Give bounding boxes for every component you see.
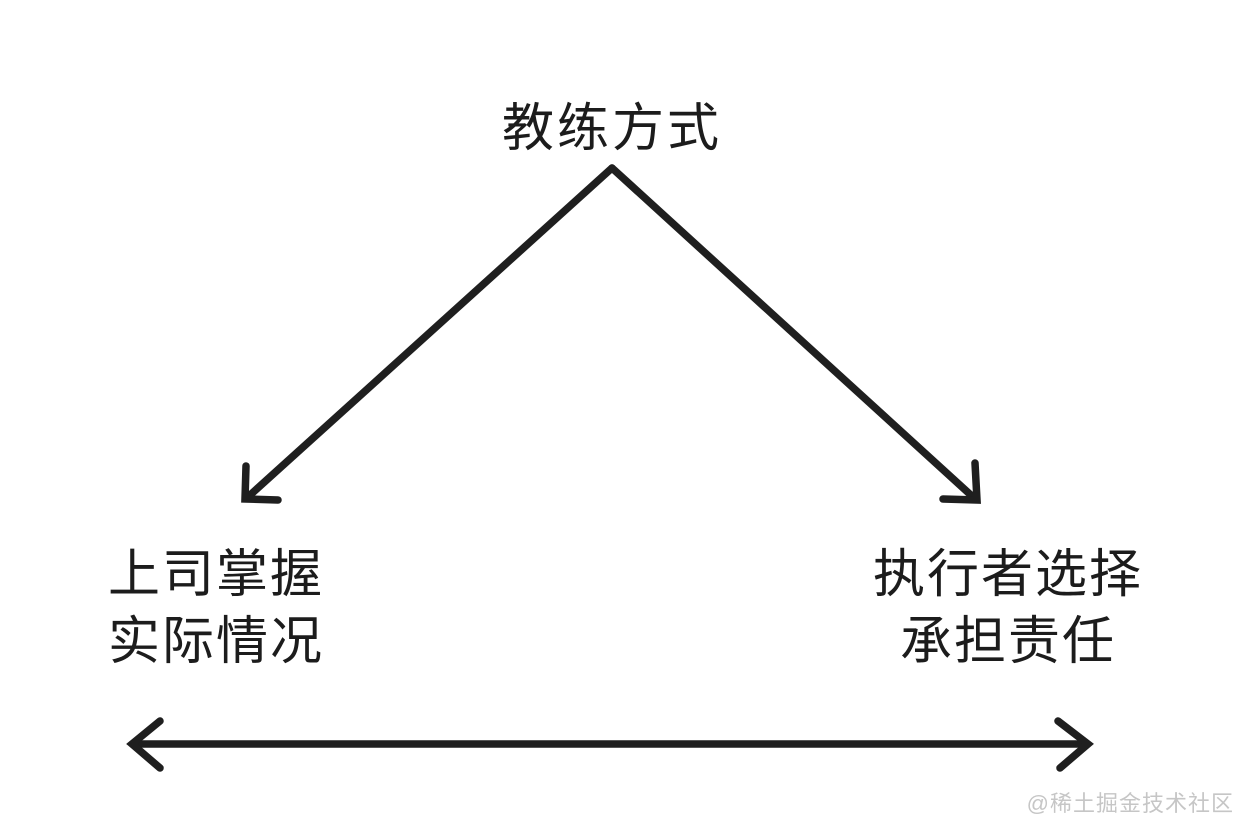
- right-node-label: 执行者选择 承担责任: [873, 542, 1143, 676]
- left-node-line1: 上司掌握: [107, 547, 325, 604]
- left-node-label: 上司掌握 实际情况: [108, 542, 324, 676]
- arrow-double-horizontal: [126, 717, 1094, 772]
- arrow-down-right: [608, 164, 981, 504]
- right-node-line2: 承担责任: [899, 614, 1117, 671]
- arrow-down-left: [241, 164, 616, 504]
- left-node-line2: 实际情况: [107, 614, 325, 671]
- watermark-text: @稀土掘金技术社区: [1026, 791, 1234, 816]
- diagram-title: 教练方式: [501, 101, 723, 158]
- right-node-line1: 执行者选择: [872, 547, 1144, 604]
